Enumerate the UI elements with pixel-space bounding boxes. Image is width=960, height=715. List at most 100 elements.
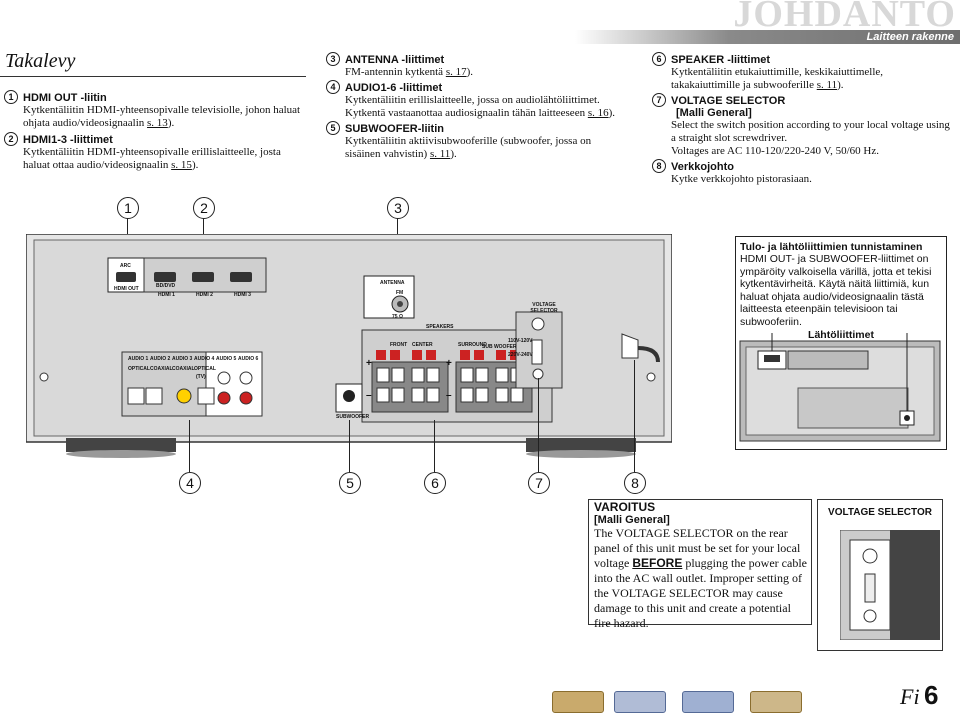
item-number: 7	[652, 93, 666, 107]
panel-ohm-label: 75 Ω	[392, 314, 403, 320]
panel-220v-label: 220V-240V	[508, 352, 533, 358]
footer-lang: Fi	[900, 684, 920, 709]
page-ref-link[interactable]: s. 11	[429, 148, 451, 160]
nav-remote-icon[interactable]	[614, 691, 666, 713]
item-desc: Kytkentäliitin HDMI-yhteensopivalle tele…	[23, 104, 301, 129]
rear-panel-drawing	[26, 234, 672, 458]
item-number: 4	[326, 80, 340, 94]
caution-model: [Malli General]	[594, 514, 670, 526]
panel-minus-right: –	[446, 390, 452, 401]
io-info-body: HDMI OUT- ja SUBWOOFER-liittimet on ympä…	[740, 253, 932, 328]
chapter-banner: JOHDANTO Laitteen rakenne	[575, 0, 960, 44]
caution-box	[588, 499, 812, 625]
panel-center-label: CENTER	[412, 342, 433, 348]
item-desc: Kytkentäliitin aktiivisubwooferille (sub…	[345, 135, 592, 160]
panel-speakers-label: SPEAKERS	[426, 324, 454, 330]
leader-8	[634, 360, 635, 472]
item-number: 8	[652, 159, 666, 173]
callout-4: 4	[179, 472, 201, 494]
caution-content: VAROITUS [Malli General] The VOLTAGE SEL…	[594, 500, 808, 631]
panel-surround-label: SURROUND	[458, 342, 487, 348]
item-desc: Select the switch position according to …	[671, 119, 950, 144]
chapter-subtitle: Laitteen rakenne	[866, 31, 954, 43]
item-desc: Kytkentäliitin HDMI-yhteensopivalle eril…	[23, 146, 281, 171]
panel-minus-left: –	[366, 390, 372, 401]
leader-4	[189, 420, 190, 472]
page-ref-link[interactable]: s. 16	[587, 107, 609, 119]
list-item-voltage-selector: 7 VOLTAGE SELECTOR [Malli General] Select…	[652, 93, 954, 158]
item-number: 3	[326, 52, 340, 66]
callout-6: 6	[424, 472, 446, 494]
panel-audio1-label: AUDIO 1	[128, 356, 149, 362]
page-title: Takalevy	[5, 50, 76, 72]
panel-hdmi2-label: HDMI 2	[196, 292, 213, 298]
item-tail: ).	[608, 107, 616, 119]
page-ref-link[interactable]: s. 13	[147, 117, 168, 129]
item-desc: Kytkentäliitin etukaiuttimille, keskikai…	[671, 66, 884, 91]
callout-1: 1	[117, 197, 139, 219]
panel-audio3-label: AUDIO 3	[172, 356, 193, 362]
panel-arc-label: ARC	[120, 263, 131, 269]
nav-menu-icon[interactable]	[682, 691, 734, 713]
caution-text-post: plugging the power cable into the AC wal…	[594, 556, 807, 630]
panel-audio2-label: AUDIO 2	[150, 356, 171, 362]
panel-optical-label: OPTICAL	[128, 366, 150, 372]
item-number: 1	[4, 90, 18, 104]
leader-6	[434, 420, 435, 472]
page-ref-link[interactable]: s. 11	[816, 79, 838, 91]
callout-2: 2	[193, 197, 215, 219]
item-title: Verkkojohto	[671, 161, 734, 173]
title-rule	[0, 76, 306, 77]
panel-audio4-label: AUDIO 4	[194, 356, 215, 362]
leader-7	[538, 378, 539, 472]
callout-8: 8	[624, 472, 646, 494]
list-item-power-cord: 8 Verkkojohto Kytke verkkojohto pistorasi…	[652, 159, 954, 186]
io-info-diagram	[739, 333, 941, 442]
panel-coaxial-label: COAXIAL	[150, 366, 173, 372]
chapter-subtitle-bar	[575, 30, 960, 44]
item-number: 6	[652, 52, 666, 66]
panel-fm-label: FM	[396, 290, 404, 296]
panel-plus-right: +	[446, 358, 452, 369]
footer-page: Fi 6	[900, 680, 938, 711]
caution-text-pre: The VOLTAGE SELECTOR on the rear panel o…	[594, 526, 801, 570]
item-desc: FM-antennin kytkentä	[345, 66, 444, 78]
panel-audio5-label: AUDIO 5	[216, 356, 237, 362]
footer-page-number: 6	[924, 680, 939, 710]
item-title: HDMI1-3 -liittimet	[23, 134, 113, 146]
panel-subwoofer-out-label: SUB WOOFER	[482, 344, 517, 350]
callout-7: 7	[528, 472, 550, 494]
leader-5	[349, 420, 350, 472]
panel-front-label: FRONT	[390, 342, 408, 348]
chapter-title: JOHDANTO	[733, 0, 956, 35]
caution-text: The VOLTAGE SELECTOR on the rear panel o…	[594, 526, 808, 631]
panel-coaxial2-label: COAXIAL	[172, 366, 195, 372]
caution-text-strong: BEFORE	[632, 556, 683, 570]
nav-appendix-icon[interactable]	[750, 691, 802, 713]
item-tail: ).	[450, 148, 457, 160]
item-title: VOLTAGE SELECTOR	[671, 95, 786, 107]
panel-audio6-label: AUDIO 6	[238, 356, 259, 362]
item-tail: ).	[191, 159, 199, 171]
page-ref-link[interactable]: s. 15	[171, 159, 192, 171]
item-desc: Kytkentäliitin erillislaitteelle, jossa …	[345, 94, 600, 119]
page-ref-link[interactable]: s. 17	[445, 66, 467, 78]
item-desc: Kytke verkkojohto pistorasiaan.	[671, 173, 812, 185]
caution-title: VAROITUS	[594, 500, 656, 514]
callout-5: 5	[339, 472, 361, 494]
panel-subwoofer-label: SUBWOOFER	[336, 414, 370, 420]
io-info-title: Tulo- ja lähtöliittimien tunnistaminen	[740, 241, 923, 253]
item-model: [Malli General]	[676, 107, 752, 119]
panel-voltage-selector-label: VOLTAGE SELECTOR	[530, 302, 558, 314]
panel-antenna-label: ANTENNA	[380, 280, 405, 286]
callout-3: 3	[387, 197, 409, 219]
nav-contents-icon[interactable]	[552, 691, 604, 713]
panel-hdmi1-label: HDMI 1	[158, 292, 175, 298]
panel-bddvd-label: BD/DVD	[156, 283, 176, 289]
